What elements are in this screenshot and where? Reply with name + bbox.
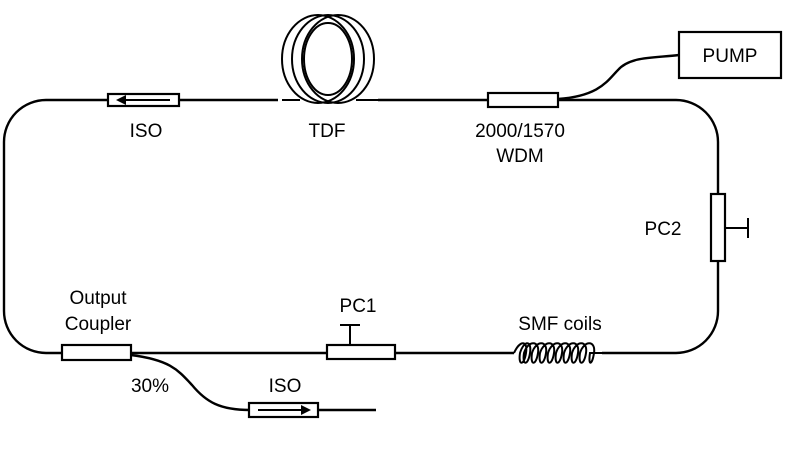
output-ratio-label: 30% <box>131 376 169 397</box>
tdf-loop-1 <box>281 14 355 104</box>
output-branch-fiber <box>130 353 251 412</box>
pc1-body <box>325 343 397 361</box>
wdm-coupler <box>486 91 560 109</box>
isolator-top <box>106 92 181 108</box>
pc2-label: PC2 <box>645 219 682 240</box>
smf-coils <box>513 340 602 366</box>
pump-fiber <box>557 53 680 101</box>
isolator-top-arrow-icon <box>116 95 126 105</box>
smf-coils-label: SMF coils <box>518 314 601 335</box>
pc2-body <box>709 192 727 263</box>
pump-box <box>677 30 783 80</box>
isolator-output <box>247 401 376 419</box>
output-coupler-label-line1: Output <box>69 288 127 309</box>
pc1-controller <box>325 324 397 361</box>
tdf-loop-2 <box>291 14 365 104</box>
isolator-output-label: ISO <box>269 376 302 397</box>
tdf-gap <box>278 90 378 110</box>
pump-label: PUMP <box>703 46 758 67</box>
isolator-output-arrow-icon <box>301 405 311 415</box>
pc1-label: PC1 <box>340 296 377 317</box>
pc2-controller <box>709 192 749 263</box>
wdm-label-line1: 2000/1570 <box>475 121 565 142</box>
wdm-label-line2: WDM <box>496 146 543 167</box>
isolator-top-label: ISO <box>130 121 163 142</box>
output-coupler-label-line2: Coupler <box>65 314 132 335</box>
output-coupler <box>60 343 133 362</box>
tdf-coil <box>278 14 378 110</box>
smf-coil-windings <box>513 342 602 364</box>
tdf-label: TDF <box>309 121 346 142</box>
tdf-loop-4 <box>303 22 353 96</box>
tdf-loop-3 <box>301 14 375 104</box>
